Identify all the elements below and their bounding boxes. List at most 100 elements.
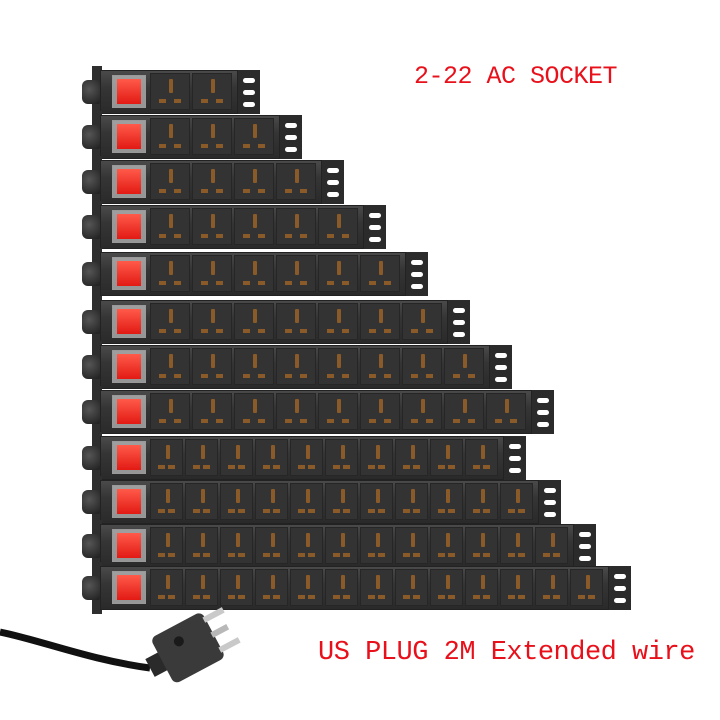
universal-socket-icon: [234, 163, 274, 200]
red-rocker-switch-icon: [112, 485, 146, 518]
universal-socket-icon: [150, 73, 190, 110]
universal-socket-icon: [185, 527, 218, 564]
universal-socket-icon: [325, 527, 358, 564]
rack-bracket: [406, 252, 428, 296]
universal-socket-icon: [465, 527, 498, 564]
universal-socket-icon: [360, 255, 400, 292]
universal-socket-icon: [185, 483, 218, 520]
universal-socket-icon: [290, 483, 323, 520]
universal-socket-icon: [255, 439, 288, 476]
universal-socket-icon: [234, 303, 274, 340]
red-rocker-switch-icon: [112, 210, 146, 243]
power-cord: [0, 628, 151, 672]
universal-socket-icon: [290, 569, 323, 606]
universal-socket-icon: [290, 439, 323, 476]
red-rocker-switch-icon: [112, 257, 146, 290]
universal-socket-icon: [276, 393, 316, 430]
cable-gland: [82, 125, 100, 149]
universal-socket-icon: [276, 163, 316, 200]
universal-socket-icon: [360, 569, 393, 606]
universal-socket-icon: [360, 439, 393, 476]
universal-socket-icon: [185, 569, 218, 606]
cable-gland: [82, 262, 100, 286]
universal-socket-icon: [150, 393, 190, 430]
red-rocker-switch-icon: [112, 441, 146, 474]
universal-socket-icon: [360, 348, 400, 385]
plug-caption: US PLUG 2M Extended wire: [318, 638, 695, 668]
rack-bracket: [609, 566, 631, 610]
rack-bracket: [238, 70, 260, 114]
universal-socket-icon: [150, 303, 190, 340]
universal-socket-icon: [500, 527, 533, 564]
cable-gland: [82, 576, 100, 600]
universal-socket-icon: [500, 483, 533, 520]
red-rocker-switch-icon: [112, 305, 146, 338]
rack-bracket: [504, 436, 526, 480]
universal-socket-icon: [150, 527, 183, 564]
rack-bracket: [364, 205, 386, 249]
universal-socket-icon: [535, 569, 568, 606]
universal-socket-icon: [150, 439, 183, 476]
universal-socket-icon: [430, 483, 463, 520]
universal-socket-icon: [276, 255, 316, 292]
plug-prong: [202, 607, 225, 623]
universal-socket-icon: [192, 393, 232, 430]
universal-socket-icon: [276, 303, 316, 340]
cable-gland: [82, 215, 100, 239]
universal-socket-icon: [234, 208, 274, 245]
red-rocker-switch-icon: [112, 165, 146, 198]
title-caption: 2-22 AC SOCKET: [414, 62, 618, 91]
cable-gland: [82, 400, 100, 424]
universal-socket-icon: [360, 527, 393, 564]
universal-socket-icon: [318, 348, 358, 385]
red-rocker-switch-icon: [112, 571, 146, 604]
universal-socket-icon: [318, 393, 358, 430]
universal-socket-icon: [276, 208, 316, 245]
rack-bracket: [574, 524, 596, 568]
universal-socket-icon: [325, 439, 358, 476]
universal-socket-icon: [402, 393, 442, 430]
universal-socket-icon: [325, 569, 358, 606]
universal-socket-icon: [395, 527, 428, 564]
universal-socket-icon: [360, 483, 393, 520]
universal-socket-icon: [255, 569, 288, 606]
red-rocker-switch-icon: [112, 120, 146, 153]
universal-socket-icon: [465, 569, 498, 606]
universal-socket-icon: [234, 118, 274, 155]
universal-socket-icon: [430, 527, 463, 564]
universal-socket-icon: [192, 255, 232, 292]
rack-bracket: [448, 300, 470, 344]
universal-socket-icon: [185, 439, 218, 476]
universal-socket-icon: [220, 483, 253, 520]
universal-socket-icon: [402, 303, 442, 340]
universal-socket-icon: [192, 208, 232, 245]
universal-socket-icon: [395, 569, 428, 606]
universal-socket-icon: [360, 393, 400, 430]
rack-bracket: [539, 480, 561, 524]
cable-gland: [82, 534, 100, 558]
red-rocker-switch-icon: [112, 395, 146, 428]
universal-socket-icon: [255, 483, 288, 520]
universal-socket-icon: [318, 255, 358, 292]
universal-socket-icon: [150, 348, 190, 385]
universal-socket-icon: [430, 569, 463, 606]
universal-socket-icon: [465, 439, 498, 476]
universal-socket-icon: [192, 303, 232, 340]
plug-collar: [145, 651, 169, 677]
cable-gland: [82, 310, 100, 334]
universal-socket-icon: [395, 439, 428, 476]
universal-socket-icon: [234, 348, 274, 385]
universal-socket-icon: [150, 118, 190, 155]
universal-socket-icon: [220, 527, 253, 564]
plug-body: [152, 613, 224, 683]
universal-socket-icon: [570, 569, 603, 606]
universal-socket-icon: [192, 163, 232, 200]
universal-socket-icon: [318, 303, 358, 340]
universal-socket-icon: [192, 118, 232, 155]
universal-socket-icon: [220, 439, 253, 476]
red-rocker-switch-icon: [112, 75, 146, 108]
universal-socket-icon: [150, 255, 190, 292]
universal-socket-icon: [234, 255, 274, 292]
plug-prong: [218, 637, 241, 653]
